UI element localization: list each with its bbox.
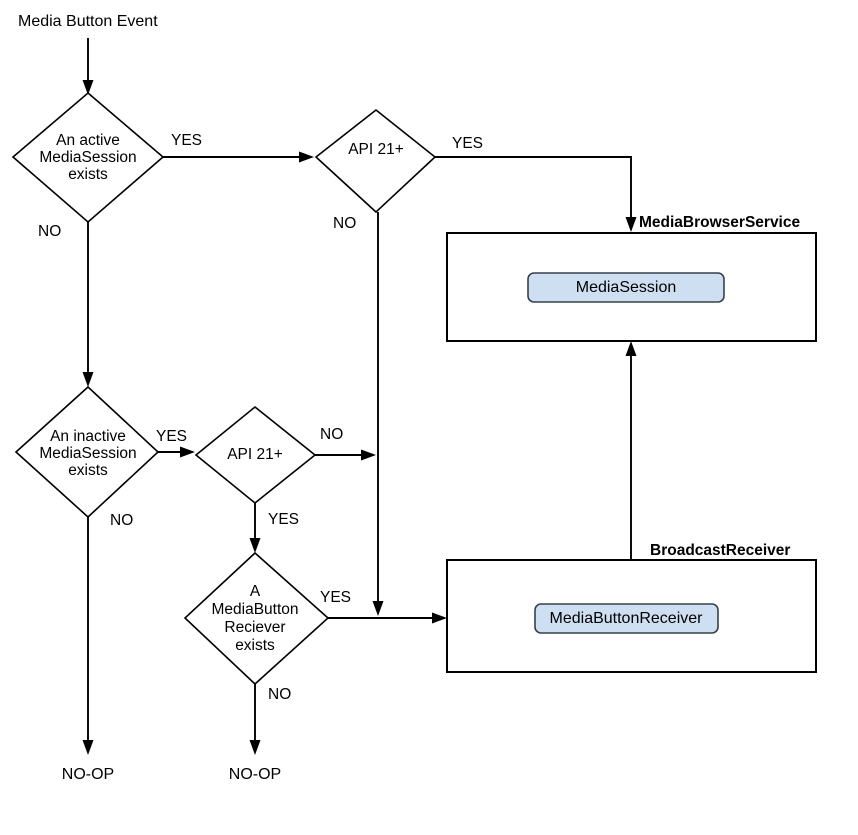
chip-label-mediabuttonreceiver: MediaButtonReceiver bbox=[550, 610, 704, 627]
chip-shape bbox=[527, 272, 725, 303]
decision-inactive-line-1: An inactive bbox=[50, 428, 126, 445]
decision-active-line-3: exists bbox=[68, 166, 108, 183]
container-title-mediabrowserservice: MediaBrowserService bbox=[639, 214, 800, 231]
edge-active-yes: YES bbox=[163, 132, 314, 163]
decision-mbr-line-3: Reciever bbox=[224, 619, 285, 636]
decision-api21-bottom[interactable]: API 21+ bbox=[194, 405, 317, 505]
chip-mediasession[interactable]: MediaSession bbox=[527, 272, 725, 303]
arrowhead-icon bbox=[180, 446, 195, 458]
container-broadcastreceiver[interactable]: BroadcastReceiver MediaButtonReceiver bbox=[446, 542, 817, 673]
edge-label-active-no: NO bbox=[38, 223, 61, 240]
decision-active-line-2: MediaSession bbox=[39, 149, 136, 166]
container-mediabrowserservice[interactable]: MediaBrowserService MediaSession bbox=[446, 214, 817, 342]
edge-entry-to-active bbox=[82, 38, 94, 95]
decision-api21-top-label: API 21+ bbox=[348, 141, 404, 158]
arrowhead-icon bbox=[82, 372, 94, 387]
container-title-broadcastreceiver: BroadcastReceiver bbox=[650, 542, 790, 559]
terminal-noop-center: NO-OP bbox=[229, 766, 281, 783]
edge-inactive-no: NO bbox=[82, 512, 133, 755]
edge-label-active-yes: YES bbox=[171, 132, 202, 149]
arrowhead-icon bbox=[249, 538, 261, 553]
edge-broadcastreceiver-to-mediabrowserservice bbox=[625, 341, 637, 560]
decision-mbr-line-4: exists bbox=[235, 637, 275, 654]
edge-label-inactive-no: NO bbox=[110, 512, 133, 529]
decision-mbr-line-1: A bbox=[250, 583, 261, 600]
arrowhead-icon bbox=[432, 612, 447, 624]
decision-api21-bottom-label: API 21+ bbox=[227, 446, 283, 463]
decision-inactive-line-3: exists bbox=[68, 462, 108, 479]
chip-mediabuttonreceiver[interactable]: MediaButtonReceiver bbox=[534, 603, 719, 634]
edge-label-api21-top-no: NO bbox=[333, 215, 356, 232]
decision-inactive-mediasession[interactable]: An inactive MediaSession exists bbox=[14, 385, 160, 519]
edge-label-mbr-no: NO bbox=[268, 686, 291, 703]
edge-label-api21-top-yes: YES bbox=[452, 135, 483, 152]
edge-label-mbr-yes: YES bbox=[320, 589, 351, 606]
chip-label-mediasession: MediaSession bbox=[576, 279, 677, 296]
arrowhead-icon bbox=[361, 449, 376, 461]
diamond-shape bbox=[314, 108, 437, 214]
edge-mbr-no: NO bbox=[249, 684, 291, 755]
edge-api21-bottom-no: NO bbox=[315, 426, 376, 461]
decision-mbr-line-2: MediaButton bbox=[211, 601, 298, 618]
decision-active-mediasession[interactable]: An active MediaSession exists bbox=[11, 91, 165, 224]
decision-inactive-line-2: MediaSession bbox=[39, 445, 136, 462]
decision-api21-top[interactable]: API 21+ bbox=[314, 108, 437, 214]
arrowhead-icon bbox=[82, 740, 94, 755]
decision-active-line-1: An active bbox=[56, 132, 120, 149]
edge-api21-bottom-yes: YES bbox=[249, 503, 299, 553]
edge-label-inactive-yes: YES bbox=[156, 428, 187, 445]
terminal-noop-left: NO-OP bbox=[62, 766, 114, 783]
edge-label-api21-bottom-no: NO bbox=[320, 426, 343, 443]
arrowhead-icon bbox=[372, 601, 384, 616]
edge-active-no: NO bbox=[38, 222, 94, 387]
edge-api21-top-no: NO bbox=[333, 212, 384, 616]
chip-shape bbox=[534, 603, 719, 634]
arrowhead-icon bbox=[625, 341, 637, 356]
arrowhead-icon bbox=[625, 217, 637, 232]
decision-mediabutton-receiver-exists[interactable]: A MediaButton Reciever exists bbox=[183, 551, 330, 686]
arrowhead-icon bbox=[82, 80, 94, 95]
arrowhead-icon bbox=[299, 151, 314, 163]
edge-label-api21-bottom-yes: YES bbox=[268, 511, 299, 528]
edge-mbr-yes: YES bbox=[320, 589, 447, 624]
edge-inactive-yes: YES bbox=[156, 428, 195, 458]
entry-label: Media Button Event bbox=[18, 13, 158, 30]
arrowhead-icon bbox=[249, 740, 261, 755]
edge-api21-top-yes: YES bbox=[435, 135, 637, 232]
